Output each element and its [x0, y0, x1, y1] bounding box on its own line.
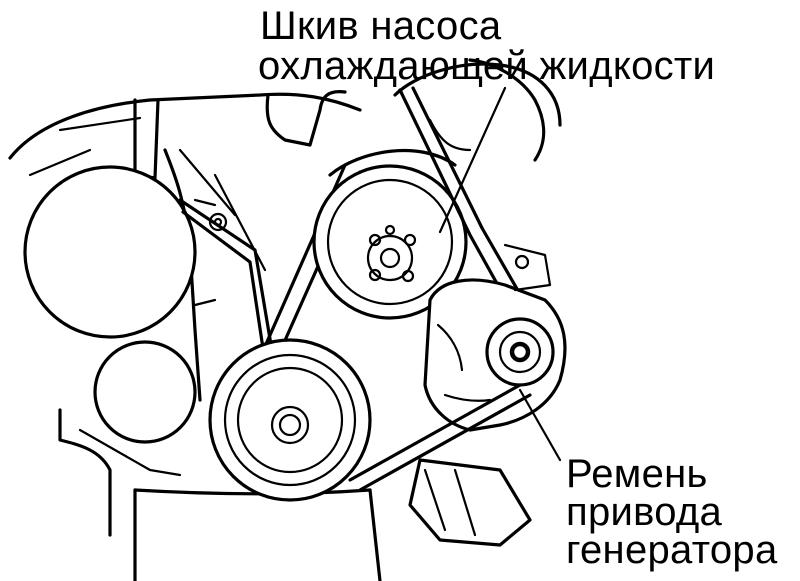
idler-pulley-left [93, 340, 197, 444]
coolant-pump-pulley-label-line2: охлаждающей жидкости [258, 44, 716, 88]
compressor-pulley [23, 165, 217, 339]
oil-filter [408, 458, 532, 547]
coolant-pump-pulley-label: Шкив насоса охлаждающей жидкости [258, 6, 715, 86]
crankshaft-pulley [208, 338, 372, 502]
coolant-pump-pulley-label-line1: Шкив насоса [260, 4, 502, 48]
alternator-belt-label-line2: привода [566, 490, 723, 534]
leader-lines [438, 86, 562, 462]
coolant-pump-pulley [312, 164, 468, 320]
lower-belt-run [348, 383, 532, 492]
alternator-belt-label-line3: генератора [566, 528, 778, 572]
alternator [423, 243, 567, 432]
alternator-belt-label: Ремень привода генератора [566, 452, 778, 572]
alternator-belt-label-line1: Ремень [566, 452, 708, 496]
